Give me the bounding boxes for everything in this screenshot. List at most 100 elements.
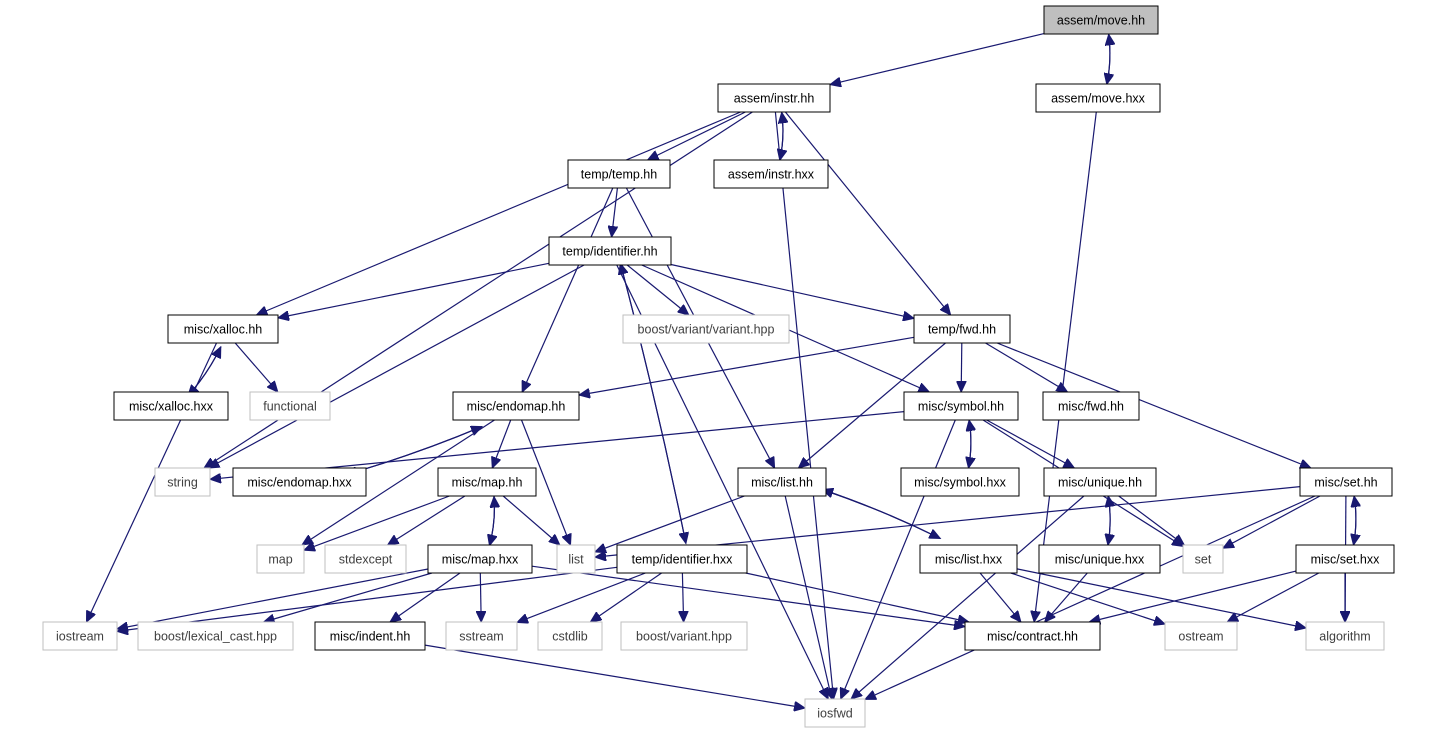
edge-list_hh-to-list xyxy=(595,495,745,552)
node-set-hxx[interactable]: misc/set.hxx xyxy=(1295,544,1395,574)
edge-temp_hh-to-identifier_hh xyxy=(612,187,618,237)
node-functional: functional xyxy=(249,391,331,421)
node-label: string xyxy=(167,476,198,490)
node-label: misc/list.hh xyxy=(751,476,813,490)
node-endomap-hxx[interactable]: misc/endomap.hxx xyxy=(232,467,367,497)
node-box xyxy=(1305,621,1385,651)
node-box xyxy=(737,467,827,497)
node-label: map xyxy=(268,553,292,567)
node-map-hh[interactable]: misc/map.hh xyxy=(437,467,537,497)
node-box xyxy=(314,621,426,651)
node-label: misc/symbol.hh xyxy=(918,400,1004,414)
node-label: functional xyxy=(263,400,317,414)
node-box xyxy=(1299,467,1393,497)
node-label: misc/set.hh xyxy=(1314,476,1377,490)
node-endomap-hh[interactable]: misc/endomap.hh xyxy=(452,391,580,421)
node-move-hxx[interactable]: assem/move.hxx xyxy=(1035,83,1161,113)
node-stdexcept: stdexcept xyxy=(324,544,407,574)
node-xalloc-hxx[interactable]: misc/xalloc.hxx xyxy=(113,391,229,421)
node-instr-hxx[interactable]: assem/instr.hxx xyxy=(713,159,829,189)
edge-list_hh-to-iosfwd xyxy=(784,495,832,699)
node-list-hxx[interactable]: misc/list.hxx xyxy=(919,544,1018,574)
node-list-hh[interactable]: misc/list.hh xyxy=(737,467,827,497)
node-box xyxy=(42,621,118,651)
node-label: misc/endomap.hh xyxy=(467,400,566,414)
edge-temp_fwd_hh-to-misc_fwd_hh xyxy=(985,342,1068,392)
node-label: boost/lexical_cast.hpp xyxy=(154,630,277,644)
edge-move_hxx-to-move_hh xyxy=(1107,34,1110,85)
node-label: misc/map.hh xyxy=(452,476,523,490)
node-temp-hh[interactable]: temp/temp.hh xyxy=(567,159,671,189)
node-box xyxy=(232,467,367,497)
edge-set_hh-to-iosfwd xyxy=(865,495,1316,700)
node-symbol-hh[interactable]: misc/symbol.hh xyxy=(903,391,1019,421)
node-map-hxx[interactable]: misc/map.hxx xyxy=(427,544,533,574)
node-contract-hh[interactable]: misc/contract.hh xyxy=(964,621,1101,651)
node-indent-hh[interactable]: misc/indent.hh xyxy=(314,621,426,651)
edge-set_hh-to-set xyxy=(1223,495,1321,548)
edge-identifier_hxx-to-boost_variant xyxy=(682,572,683,622)
node-label: temp/fwd.hh xyxy=(928,323,996,337)
edge-temp_fwd_hh-to-endomap_hh xyxy=(579,336,915,395)
node-identifier-hxx[interactable]: temp/identifier.hxx xyxy=(616,544,748,574)
node-boost-variant: boost/variant.hpp xyxy=(620,621,748,651)
node-unique-hh[interactable]: misc/unique.hh xyxy=(1043,467,1157,497)
node-misc-fwd-hh[interactable]: misc/fwd.hh xyxy=(1042,391,1140,421)
node-symbol-hxx[interactable]: misc/symbol.hxx xyxy=(900,467,1020,497)
edge-list_hh-to-list_hxx xyxy=(822,488,940,540)
node-boost-variant-variant: boost/variant/variant.hpp xyxy=(622,314,790,344)
node-xalloc-hh[interactable]: misc/xalloc.hh xyxy=(167,314,279,344)
edge-list_hxx-to-algorithm xyxy=(1016,568,1306,628)
node-label: misc/endomap.hxx xyxy=(247,476,352,490)
node-unique-hxx[interactable]: misc/unique.hxx xyxy=(1038,544,1161,574)
node-temp-fwd-hh[interactable]: temp/fwd.hh xyxy=(913,314,1011,344)
node-label: stdexcept xyxy=(339,553,393,567)
node-box xyxy=(324,544,407,574)
node-box xyxy=(256,544,305,574)
node-box xyxy=(622,314,790,344)
edge-map_hxx-to-iostream xyxy=(117,568,429,629)
node-box xyxy=(154,467,211,497)
edge-endomap_hxx-to-endomap_hh xyxy=(345,427,482,476)
edge-unique_hh-to-set xyxy=(1118,495,1185,545)
node-box xyxy=(713,159,829,189)
edge-list_hxx-to-list_hh xyxy=(822,490,941,540)
edge-xalloc_hh-to-xalloc_hxx xyxy=(188,346,222,396)
edge-list_hxx-to-ostream xyxy=(1010,572,1165,624)
edge-temp_hh-to-endomap_hh xyxy=(522,187,614,392)
node-identifier-hh[interactable]: temp/identifier.hh xyxy=(548,236,672,266)
edge-identifier_hxx-to-sstream xyxy=(517,572,646,622)
node-box xyxy=(113,391,229,421)
edge-endomap_hh-to-map xyxy=(302,419,495,545)
node-box xyxy=(1295,544,1395,574)
edge-symbol_hxx-to-symbol_hh xyxy=(969,420,971,469)
node-label: set xyxy=(1195,553,1212,567)
edge-map_hh-to-map xyxy=(304,495,450,550)
edge-endomap_hh-to-endomap_hxx xyxy=(346,426,483,475)
node-box xyxy=(1042,391,1140,421)
edge-list_hxx-to-contract_hh xyxy=(979,572,1021,622)
node-box xyxy=(919,544,1018,574)
node-box xyxy=(548,236,672,266)
node-sstream: sstream xyxy=(445,621,518,651)
edge-xalloc_hxx-to-xalloc_hh xyxy=(187,347,222,397)
node-box xyxy=(903,391,1019,421)
edge-symbol_hh-to-unique_hh xyxy=(986,419,1075,468)
node-instr-hh[interactable]: assem/instr.hh xyxy=(717,83,831,113)
node-label: boost/variant.hpp xyxy=(636,630,732,644)
edge-endomap_hh-to-list xyxy=(520,419,571,545)
node-box xyxy=(556,544,596,574)
node-label: misc/list.hxx xyxy=(935,553,1003,567)
edge-map_hh-to-stdexcept xyxy=(388,495,466,545)
node-ostream: ostream xyxy=(1164,621,1238,651)
edge-map_hxx-to-map_hh xyxy=(488,497,495,546)
node-box xyxy=(437,467,537,497)
node-move-hh[interactable]: assem/move.hh xyxy=(1043,5,1159,35)
edge-unique_hh-to-iosfwd xyxy=(851,495,1085,699)
node-set: set xyxy=(1182,544,1224,574)
edge-identifier_hh-to-temp_fwd_hh xyxy=(670,263,914,319)
node-set-hh[interactable]: misc/set.hh xyxy=(1299,467,1393,497)
edge-identifier_hxx-to-contract_hh xyxy=(745,572,969,622)
node-label: temp/temp.hh xyxy=(581,168,657,182)
